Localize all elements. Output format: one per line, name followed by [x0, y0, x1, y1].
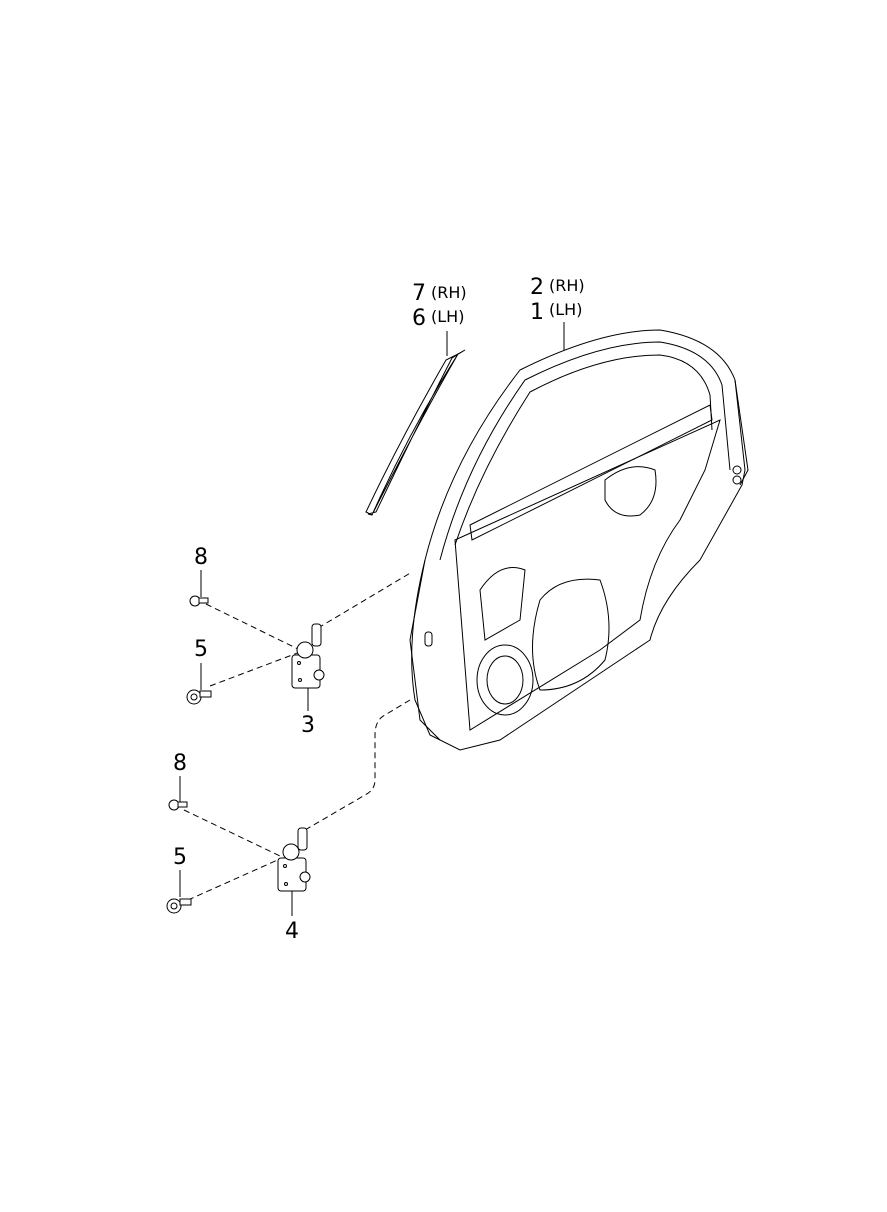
callout-5-lower: 5: [173, 845, 187, 870]
bolt-small-lower: [168, 799, 188, 811]
callout-glass: 7 (RH) 6 (LH): [412, 281, 467, 356]
callout-2: 2: [530, 275, 544, 300]
assembly-line: [304, 699, 411, 831]
assembly-line: [187, 857, 283, 901]
callout-5-upper: 5: [194, 637, 208, 662]
assembly-line: [317, 571, 413, 629]
callout-door: 2 (RH) 1 (LH): [530, 275, 585, 351]
callout-8-upper: 8: [194, 545, 208, 570]
assembly-line: [205, 603, 301, 651]
door-panel: [409, 329, 749, 751]
callout-6-side: (LH): [431, 307, 464, 326]
bolt-large-lower: [166, 898, 192, 914]
assembly-line: [183, 809, 281, 857]
upper-hinge: [291, 623, 325, 689]
callout-4: 4: [285, 919, 299, 944]
assembly-line: [209, 651, 301, 687]
callout-7: 7: [412, 281, 426, 306]
callout-1-side: (LH): [549, 300, 582, 319]
callout-7-side: (RH): [431, 283, 467, 302]
callout-6: 6: [412, 306, 426, 331]
callout-8-lower: 8: [173, 751, 187, 776]
callout-2-side: (RH): [549, 276, 585, 295]
bolt-small-upper: [189, 595, 209, 607]
callout-1: 1: [530, 300, 544, 325]
lower-hinge: [277, 827, 311, 892]
callout-3: 3: [301, 713, 315, 738]
glass-run-channel: [365, 349, 466, 516]
bolt-large-upper: [186, 689, 212, 705]
